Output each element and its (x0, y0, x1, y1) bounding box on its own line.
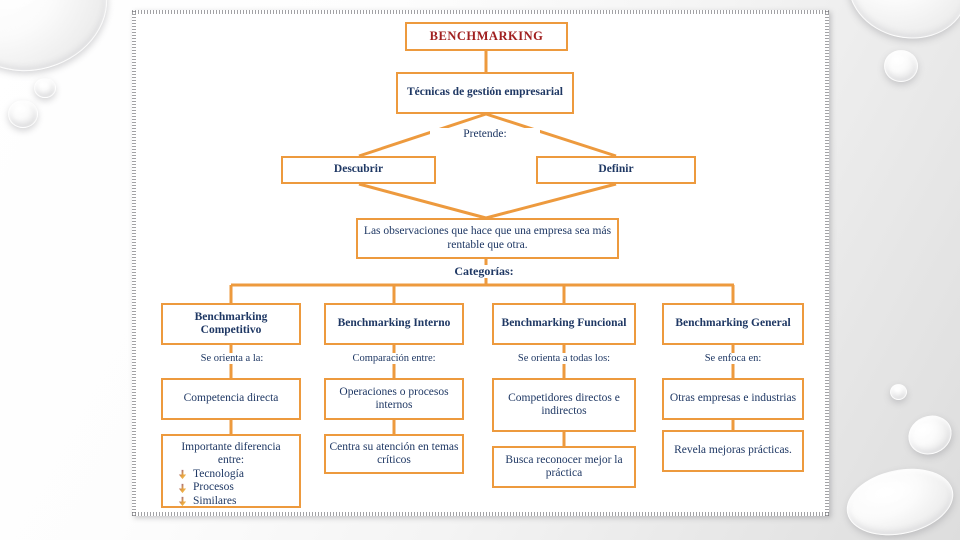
diagram-image-frame: BENCHMARKING Técnicas de gestión empresa… (132, 10, 829, 516)
node-centra-atencion: Centra su atención en temas críticos (324, 434, 464, 474)
droplet-decoration-icon (884, 50, 918, 82)
node-busca-reconocer: Busca reconocer mejor la práctica (492, 446, 636, 488)
list-item: Procesos (177, 481, 295, 495)
leaf-1-heading: Importante diferencia entre: (181, 441, 281, 466)
label-pretende: Pretende: (430, 128, 540, 141)
droplet-decoration-icon (902, 409, 958, 461)
node-definir: Definir (536, 156, 696, 184)
node-importante-diferencia: Importante diferencia entre: (161, 434, 301, 508)
label-column-2-caption: Comparación entre: (318, 353, 470, 364)
droplet-decoration-icon (840, 459, 960, 540)
down-arrow-bullet-icon (177, 469, 188, 480)
node-competencia-directa: Competencia directa (161, 378, 301, 420)
list-item-label: Tecnología (193, 467, 244, 480)
droplet-decoration-icon (8, 100, 38, 128)
down-arrow-bullet-icon (177, 483, 188, 494)
node-competidores-directos: Competidores directos e indirectos (492, 378, 636, 432)
list-item-label: Procesos (193, 481, 234, 494)
node-descubrir: Descubrir (281, 156, 436, 184)
droplet-decoration-icon (838, 0, 960, 50)
list-item-label: Similares (193, 494, 237, 507)
down-arrow-bullet-icon (177, 496, 188, 507)
droplet-decoration-icon (890, 384, 907, 400)
label-column-3-caption: Se orienta a todas los: (485, 353, 643, 364)
node-operaciones-procesos: Operaciones o procesos internos (324, 378, 464, 420)
label-categorias: Categorías: (414, 264, 554, 279)
bullet-list: Tecnología Procesos (167, 468, 295, 509)
node-revela-mejoras: Revela mejoras prácticas. (662, 430, 804, 472)
droplet-decoration-icon (0, 0, 123, 89)
node-category-interno: Benchmarking Interno (324, 303, 464, 345)
list-item: Similares (177, 495, 295, 509)
node-category-funcional: Benchmarking Funcional (492, 303, 636, 345)
node-benchmarking-title: BENCHMARKING (405, 22, 568, 51)
list-item: Tecnología (177, 468, 295, 482)
node-subtitle: Técnicas de gestión empresarial (396, 72, 574, 114)
label-column-4-caption: Se enfoca en: (657, 353, 809, 364)
node-category-general: Benchmarking General (662, 303, 804, 345)
node-otras-empresas: Otras empresas e industrias (662, 378, 804, 420)
droplet-decoration-icon (34, 78, 56, 98)
label-column-1-caption: Se orienta a la: (157, 353, 307, 364)
node-category-competitivo: Benchmarking Competitivo (161, 303, 301, 345)
diagram-canvas: BENCHMARKING Técnicas de gestión empresa… (132, 10, 829, 516)
node-observation: Las observaciones que hace que una empre… (356, 218, 619, 259)
